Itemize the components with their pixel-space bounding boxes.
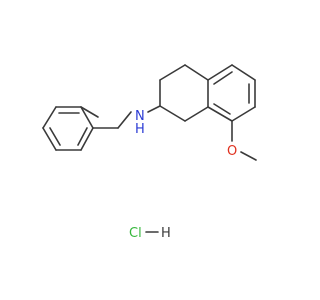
bond <box>117 111 132 129</box>
bond <box>80 127 94 151</box>
bond <box>147 105 161 113</box>
bond <box>80 106 99 118</box>
bond <box>77 127 88 146</box>
bond <box>184 106 209 122</box>
hydrogen-label: H <box>161 226 171 241</box>
bond <box>49 127 61 146</box>
bond <box>159 64 186 81</box>
bond <box>213 71 233 85</box>
bond <box>184 64 209 81</box>
bond <box>207 64 233 81</box>
bond <box>213 103 231 115</box>
bond <box>159 105 186 122</box>
bond <box>240 151 257 161</box>
chemical-structure-diagram: N H O Cl H <box>42 64 257 241</box>
phenyl-ring <box>42 106 99 151</box>
ether-oxygen-label: O <box>227 144 237 159</box>
chloride-label: Cl <box>129 226 142 241</box>
bond <box>42 127 57 151</box>
saturated-ring <box>159 64 209 122</box>
bond <box>80 106 94 129</box>
bond <box>231 106 256 122</box>
bond <box>231 64 256 81</box>
amine-nitrogen-label: N <box>135 109 145 124</box>
bond <box>42 106 57 129</box>
aromatic-ring <box>207 64 256 122</box>
bond <box>207 106 233 122</box>
amine-hydrogen-label: H <box>135 122 145 137</box>
